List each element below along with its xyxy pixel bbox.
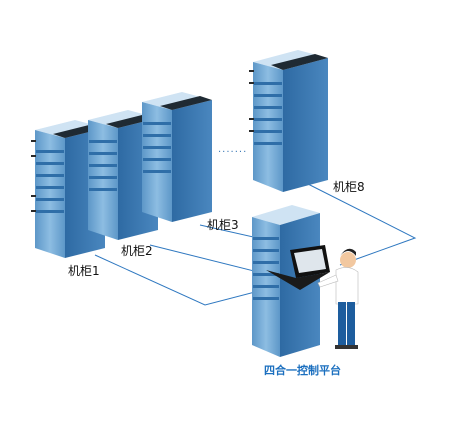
- link-cabinet-2: [149, 244, 271, 276]
- cabinet-2-label: 机柜2: [121, 244, 153, 258]
- cabinet-3-rack: [142, 92, 212, 222]
- cabinet-3-label: 机柜3: [207, 218, 239, 232]
- link-cabinet-1: [94, 254, 256, 306]
- connection-lines: [94, 179, 417, 306]
- link-cabinet-3: [199, 224, 259, 239]
- more-cabinets-ellipsis: .......: [218, 144, 248, 155]
- cabinet-8-rack: [249, 50, 328, 192]
- laptop-icon: [266, 245, 330, 290]
- control-platform-label: 四合一控制平台: [264, 364, 341, 377]
- cabinet-1-label: 机柜1: [68, 264, 100, 278]
- link-cabinet-8: [299, 179, 417, 266]
- cabinet-8-label: 机柜8: [333, 180, 365, 194]
- operator-icon: [317, 248, 359, 349]
